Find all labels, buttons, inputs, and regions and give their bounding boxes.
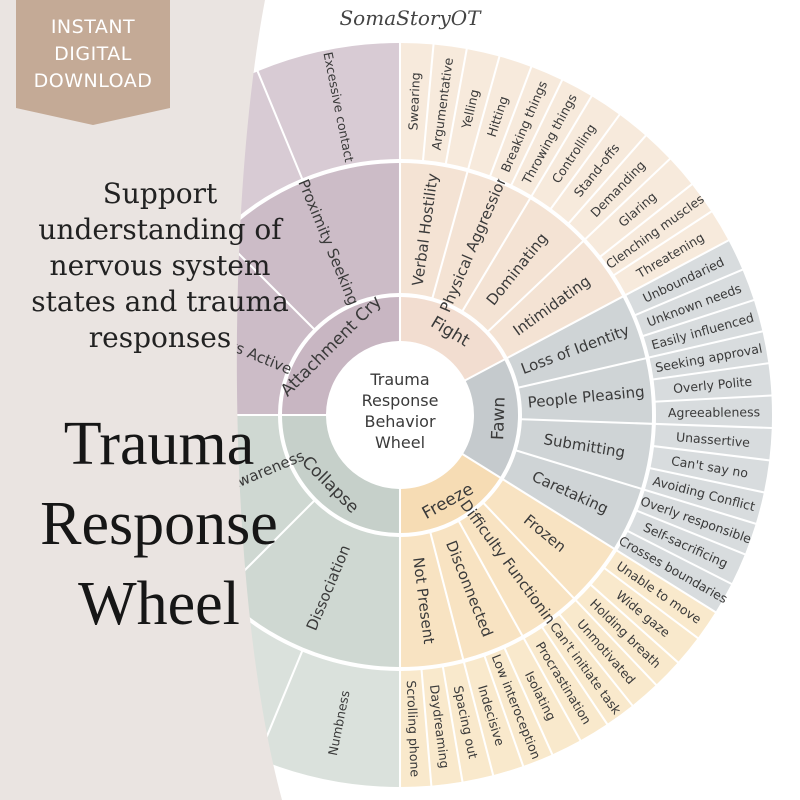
subgroup-segment-dissociation: [222, 501, 399, 667]
tagline: Support understanding of nervous system …: [10, 176, 310, 356]
behavior-segment-wide-gaze: [591, 569, 698, 662]
subgroup-segment-caretaking: [504, 451, 641, 548]
state-label-fawn: Fawn: [488, 396, 509, 440]
state-segment-fight: [401, 297, 504, 380]
tagline-line: understanding of: [38, 213, 282, 246]
subgroup-segment-verbal-hostility: [401, 163, 467, 298]
behavior-segment-swearing: [401, 43, 433, 160]
behavior-label-scrolling-phone: Scrolling phone: [404, 680, 423, 778]
behavior-segment-clenching-muscles: [601, 185, 711, 275]
behavior-segment-breaking-things: [491, 67, 562, 185]
behavior-segment-agreeableness: [655, 396, 772, 427]
subgroup-segment-people-pleasing: [519, 359, 652, 423]
behavior-segment-hitting: [469, 56, 531, 176]
badge-line: INSTANT: [50, 16, 136, 38]
badge-line: DOWNLOAD: [33, 70, 153, 92]
behavior-segment-unable-to-move: [605, 551, 715, 638]
subgroup-segment-disconnected: [431, 522, 522, 659]
behavior-segment-can-t-say-no: [650, 447, 770, 492]
subgroup-segment-physical-aggression: [433, 172, 529, 310]
title-line: Trauma: [63, 410, 255, 478]
behavior-segment-excessive-contact: [258, 43, 399, 179]
subgroup-segment-intimidating: [489, 242, 623, 357]
page-title: Trauma Response Wheel: [0, 404, 318, 644]
download-badge: INSTANT DIGITAL DOWNLOAD: [16, 14, 170, 95]
badge-line: DIGITAL: [54, 43, 132, 65]
behavior-segment-throwing-things: [512, 80, 591, 196]
behavior-segment-self-sacrificing: [628, 511, 745, 583]
behavior-segment-low-interoception: [485, 648, 552, 766]
behavior-segment-overly-responsible: [637, 490, 756, 554]
behavior-segment-unboundaried: [626, 241, 743, 315]
behavior-label-agreeableness: Agreeableness: [668, 404, 760, 420]
behavior-segment-unassertive: [654, 424, 772, 460]
behavior-segment-threatening: [614, 212, 728, 294]
state-segment-freeze: [401, 455, 500, 533]
behavior-segment-can-t-initiate-task: [543, 615, 632, 724]
behavior-segment-numbness: [258, 651, 399, 787]
behavior-segment-daydreaming: [422, 667, 462, 786]
state-segment-attachment-cry: [282, 297, 399, 414]
tagline-line: responses: [88, 321, 232, 354]
subgroup-segment-submitting: [516, 420, 652, 488]
behavior-segment-demanding: [569, 136, 670, 239]
behavior-segment-isolating: [505, 639, 580, 754]
behavior-segment-crosses-boundaries: [617, 532, 731, 612]
subgroup-segment-loss-of-identity: [508, 297, 646, 387]
behavior-segment-holding-breath: [576, 585, 678, 685]
tagline-line: nervous system: [49, 249, 271, 282]
behavior-label-swearing: Swearing: [405, 72, 423, 131]
behavior-segment-stand-offs: [551, 115, 645, 223]
behavior-segment-procrastination: [525, 628, 607, 740]
tagline-line: Support: [102, 177, 218, 210]
subgroup-segment-proximity-seeking: [222, 163, 399, 329]
title-line: Response: [40, 490, 278, 558]
subgroup-segment-frozen: [484, 480, 614, 598]
behavior-segment-argumentative: [424, 44, 466, 163]
subgroup-segment-dominating: [463, 199, 583, 331]
wheel-center: [330, 345, 470, 485]
behavior-segment-controlling: [532, 96, 619, 208]
state-segment-collapse: [282, 416, 399, 533]
title-line: Wheel: [78, 570, 240, 638]
behavior-segment-scrolling-phone: [401, 670, 431, 787]
behavior-segment-indecisive: [465, 656, 523, 775]
behavior-segment-easily-influenced: [643, 301, 763, 357]
behavior-segment-overly-polite: [653, 364, 772, 401]
subgroup-segment-difficulty-functioning: [460, 504, 573, 635]
behavior-segment-unmotivated: [560, 601, 656, 705]
behavior-segment-avoiding-conflict: [645, 469, 764, 523]
behavior-segment-unknown-needs: [636, 270, 754, 335]
behavior-segment-yelling: [446, 49, 499, 169]
subgroup-segment-not-present: [401, 533, 463, 667]
state-segment-fawn: [463, 360, 519, 477]
behavior-segment-glaring: [586, 159, 692, 256]
brand-logo: SomaStoryOT: [339, 6, 481, 30]
tagline-line: states and trauma: [31, 285, 289, 318]
behavior-label-unassertive: Unassertive: [676, 429, 751, 450]
behavior-segment-seeking-approval: [649, 332, 769, 379]
behavior-segment-spacing-out: [443, 663, 493, 782]
